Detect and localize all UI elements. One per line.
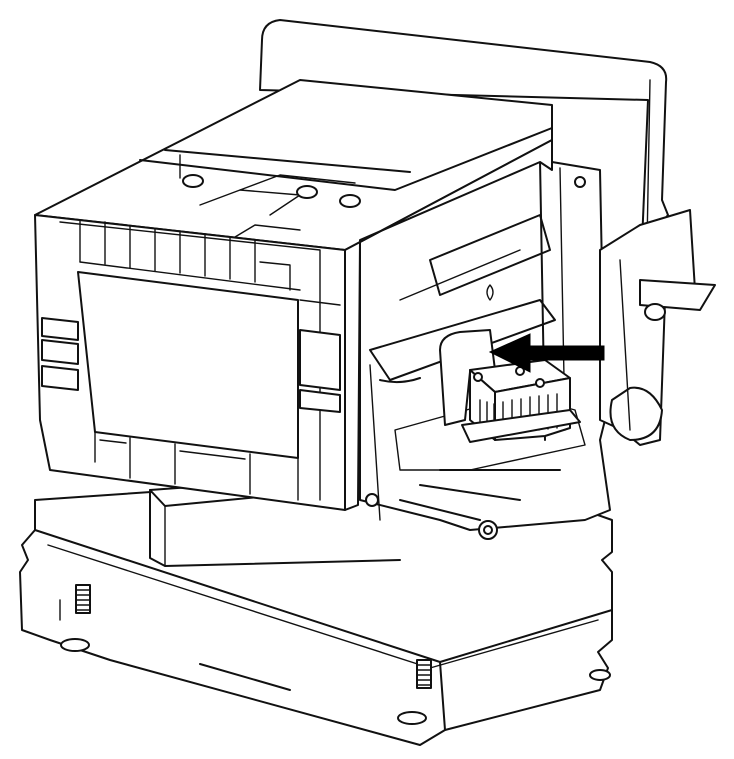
arrow-left-icon <box>488 333 605 373</box>
print-head-connector <box>439 329 581 443</box>
threaded-post-right <box>416 659 432 689</box>
lever-bracket <box>599 209 716 446</box>
printer-body <box>34 79 553 511</box>
threaded-post-left <box>75 584 91 614</box>
